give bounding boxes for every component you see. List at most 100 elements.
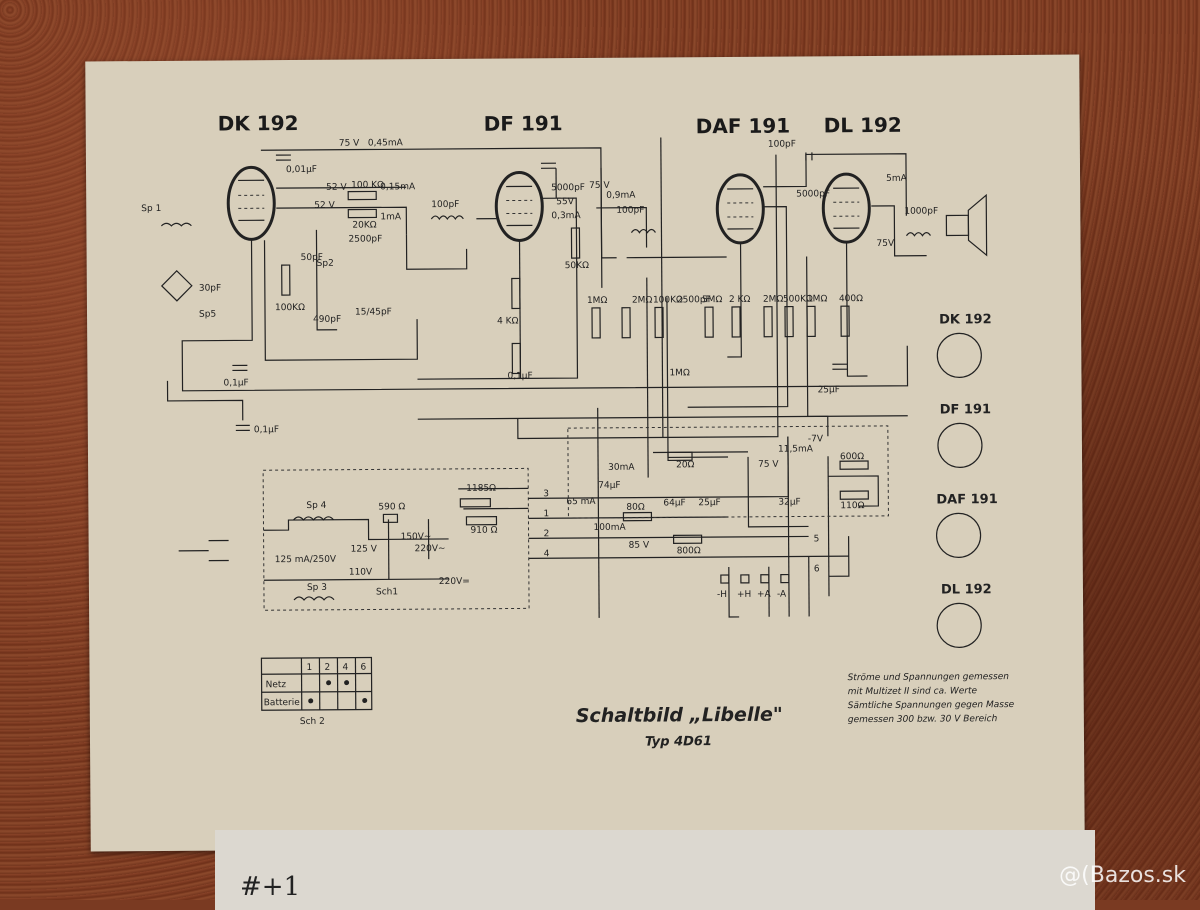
label-01uf-b: 0,1μF: [254, 425, 279, 435]
pinout-label-dl192: DL 192: [941, 582, 992, 597]
label-110: 110Ω: [840, 501, 864, 511]
label-30pf: 30pF: [199, 284, 221, 294]
label-sp2: Sp2: [317, 259, 334, 269]
label-1000pf: 1000pF: [904, 207, 938, 217]
tube-dl192: [823, 174, 869, 242]
pinout-ring-dk192: [937, 333, 981, 377]
label-n5: 5: [814, 534, 820, 544]
label-1m-b: 1MΩ: [669, 368, 690, 378]
tube-title-dk192: DK 192: [218, 111, 299, 136]
label-minus-a: -A: [777, 590, 787, 600]
label-plus-a: +A: [757, 590, 772, 600]
label-800: 800Ω: [677, 546, 701, 556]
pinout-label-df191: DF 191: [940, 402, 991, 417]
label-n1: 1: [543, 509, 549, 519]
wiring: [166, 136, 929, 621]
label-30ma: 30mA: [608, 463, 635, 473]
label-sch1: Sch1: [376, 587, 398, 597]
pinout-ring-daf191: [936, 513, 980, 557]
label-74uf: 74μF: [598, 481, 620, 491]
label-1185: 1185Ω: [466, 484, 496, 494]
label-1m: 1MΩ: [587, 296, 608, 306]
label-045ma: 0,45mA: [368, 138, 404, 148]
label-25uf-b: 25μF: [698, 498, 720, 508]
label-80: 80Ω: [626, 503, 645, 513]
label-32uf: 32μF: [778, 497, 800, 507]
label-sp1: Sp 1: [141, 204, 161, 214]
label-55v: 55V: [556, 197, 575, 207]
switch-row-batterie: Batterie: [264, 698, 301, 708]
label-150v: 150V~: [401, 532, 432, 542]
label-m7v: -7V: [808, 434, 824, 444]
label-20k: 20KΩ: [352, 220, 376, 230]
pinout-diagrams: DK 192 DF 191 DAF 191 DL 192: [935, 312, 999, 647]
tube-df191: [496, 172, 542, 240]
schematic-sheet: DK 192 DF 191 DAF 191 DL 192: [85, 55, 1084, 852]
label-100pf-c: 100pF: [768, 140, 796, 150]
label-2m-b: 2MΩ: [763, 295, 784, 305]
label-110v: 110V: [349, 567, 373, 577]
label-85v: 85 V: [629, 541, 650, 551]
label-910: 910 Ω: [471, 526, 498, 536]
tube-title-daf191: DAF 191: [696, 114, 791, 139]
label-1545pf: 15/45pF: [355, 307, 392, 317]
label-75v-c: 75V: [877, 239, 896, 249]
label-125v: 125 V: [351, 544, 378, 554]
label-sp4: Sp 4: [306, 501, 326, 511]
tube-daf191: [717, 175, 763, 243]
label-220v: 220V~: [415, 544, 446, 554]
label-400: 400Ω: [839, 294, 863, 304]
label-220v-dc: 220V=: [439, 577, 470, 587]
label-sp5: Sp5: [199, 310, 216, 320]
label-n3a: 3: [543, 489, 549, 499]
schematic-subtitle: Typ 4D61: [645, 734, 712, 749]
note-line-2: mit Multizet II sind ca. Werte: [848, 686, 978, 697]
label-75v: 75 V: [339, 139, 360, 149]
schematic-diagram: DK 192 DF 191 DAF 191 DL 192: [85, 55, 1084, 852]
label-65ma: 65 mA: [566, 497, 596, 507]
label-sp3: Sp 3: [307, 583, 327, 593]
label-100pf-b: 100pF: [616, 206, 644, 216]
label-75v-d: 75 V: [758, 460, 779, 470]
measurement-note: Ströme und Spannungen gemessen mit Multi…: [848, 672, 1015, 725]
label-015ma: 0,15mA: [380, 182, 416, 192]
tube-dk192: [228, 167, 275, 239]
note-line-1: Ströme und Spannungen gemessen: [848, 672, 1010, 683]
label-100ko: 100KΩ: [275, 303, 305, 313]
switch-row-netz: Netz: [266, 680, 287, 690]
pinout-label-dk192: DK 192: [939, 312, 992, 327]
label-2m: 2MΩ: [632, 296, 653, 306]
switch-col-1: 1: [306, 663, 312, 673]
coils: [161, 195, 989, 601]
label-5000pf-b: 5000pF: [796, 189, 830, 199]
label-75v-b: 75 V: [589, 181, 610, 191]
label-52v: 52 V: [326, 183, 347, 193]
label-plus-h: +H: [737, 590, 751, 600]
tube-title-df191: DF 191: [484, 111, 563, 136]
switch-table: 1 2 4 6 Netz Batterie Sch 2: [261, 657, 371, 727]
tube-title-dl192: DL 192: [824, 113, 902, 138]
label-01uf-c: 0,1μF: [507, 371, 532, 381]
label-5000pf: 5000pF: [551, 183, 585, 193]
label-n2: 2: [544, 529, 550, 539]
label-590: 590 Ω: [378, 502, 405, 512]
label-n6: 6: [814, 564, 820, 574]
note-line-3: Sämtliche Spannungen gegen Masse: [848, 700, 1015, 711]
label-001uf: 0,01μF: [286, 165, 317, 175]
label-20: 20Ω: [676, 460, 695, 470]
label-4k: 4 KΩ: [497, 316, 519, 326]
label-5m: 5MΩ: [702, 295, 723, 305]
pinout-ring-df191: [938, 423, 982, 467]
label-115ma: 11,5mA: [778, 444, 814, 454]
label-03ma: 0,3mA: [551, 211, 581, 221]
label-fuse: 125 mA/250V: [275, 555, 337, 565]
note-line-4: gemessen 300 bzw. 30 V Bereich: [848, 714, 998, 725]
label-52v-b: 52 V: [314, 201, 335, 211]
terminals: [721, 575, 789, 583]
label-2k: 2 KΩ: [729, 295, 751, 305]
label-100pf: 100pF: [431, 200, 459, 210]
label-2500pf: 2500pF: [348, 234, 382, 244]
switch-col-2: 2: [324, 663, 330, 673]
label-01uf-a: 0,1μF: [223, 378, 248, 388]
label-n4: 4: [544, 549, 550, 559]
